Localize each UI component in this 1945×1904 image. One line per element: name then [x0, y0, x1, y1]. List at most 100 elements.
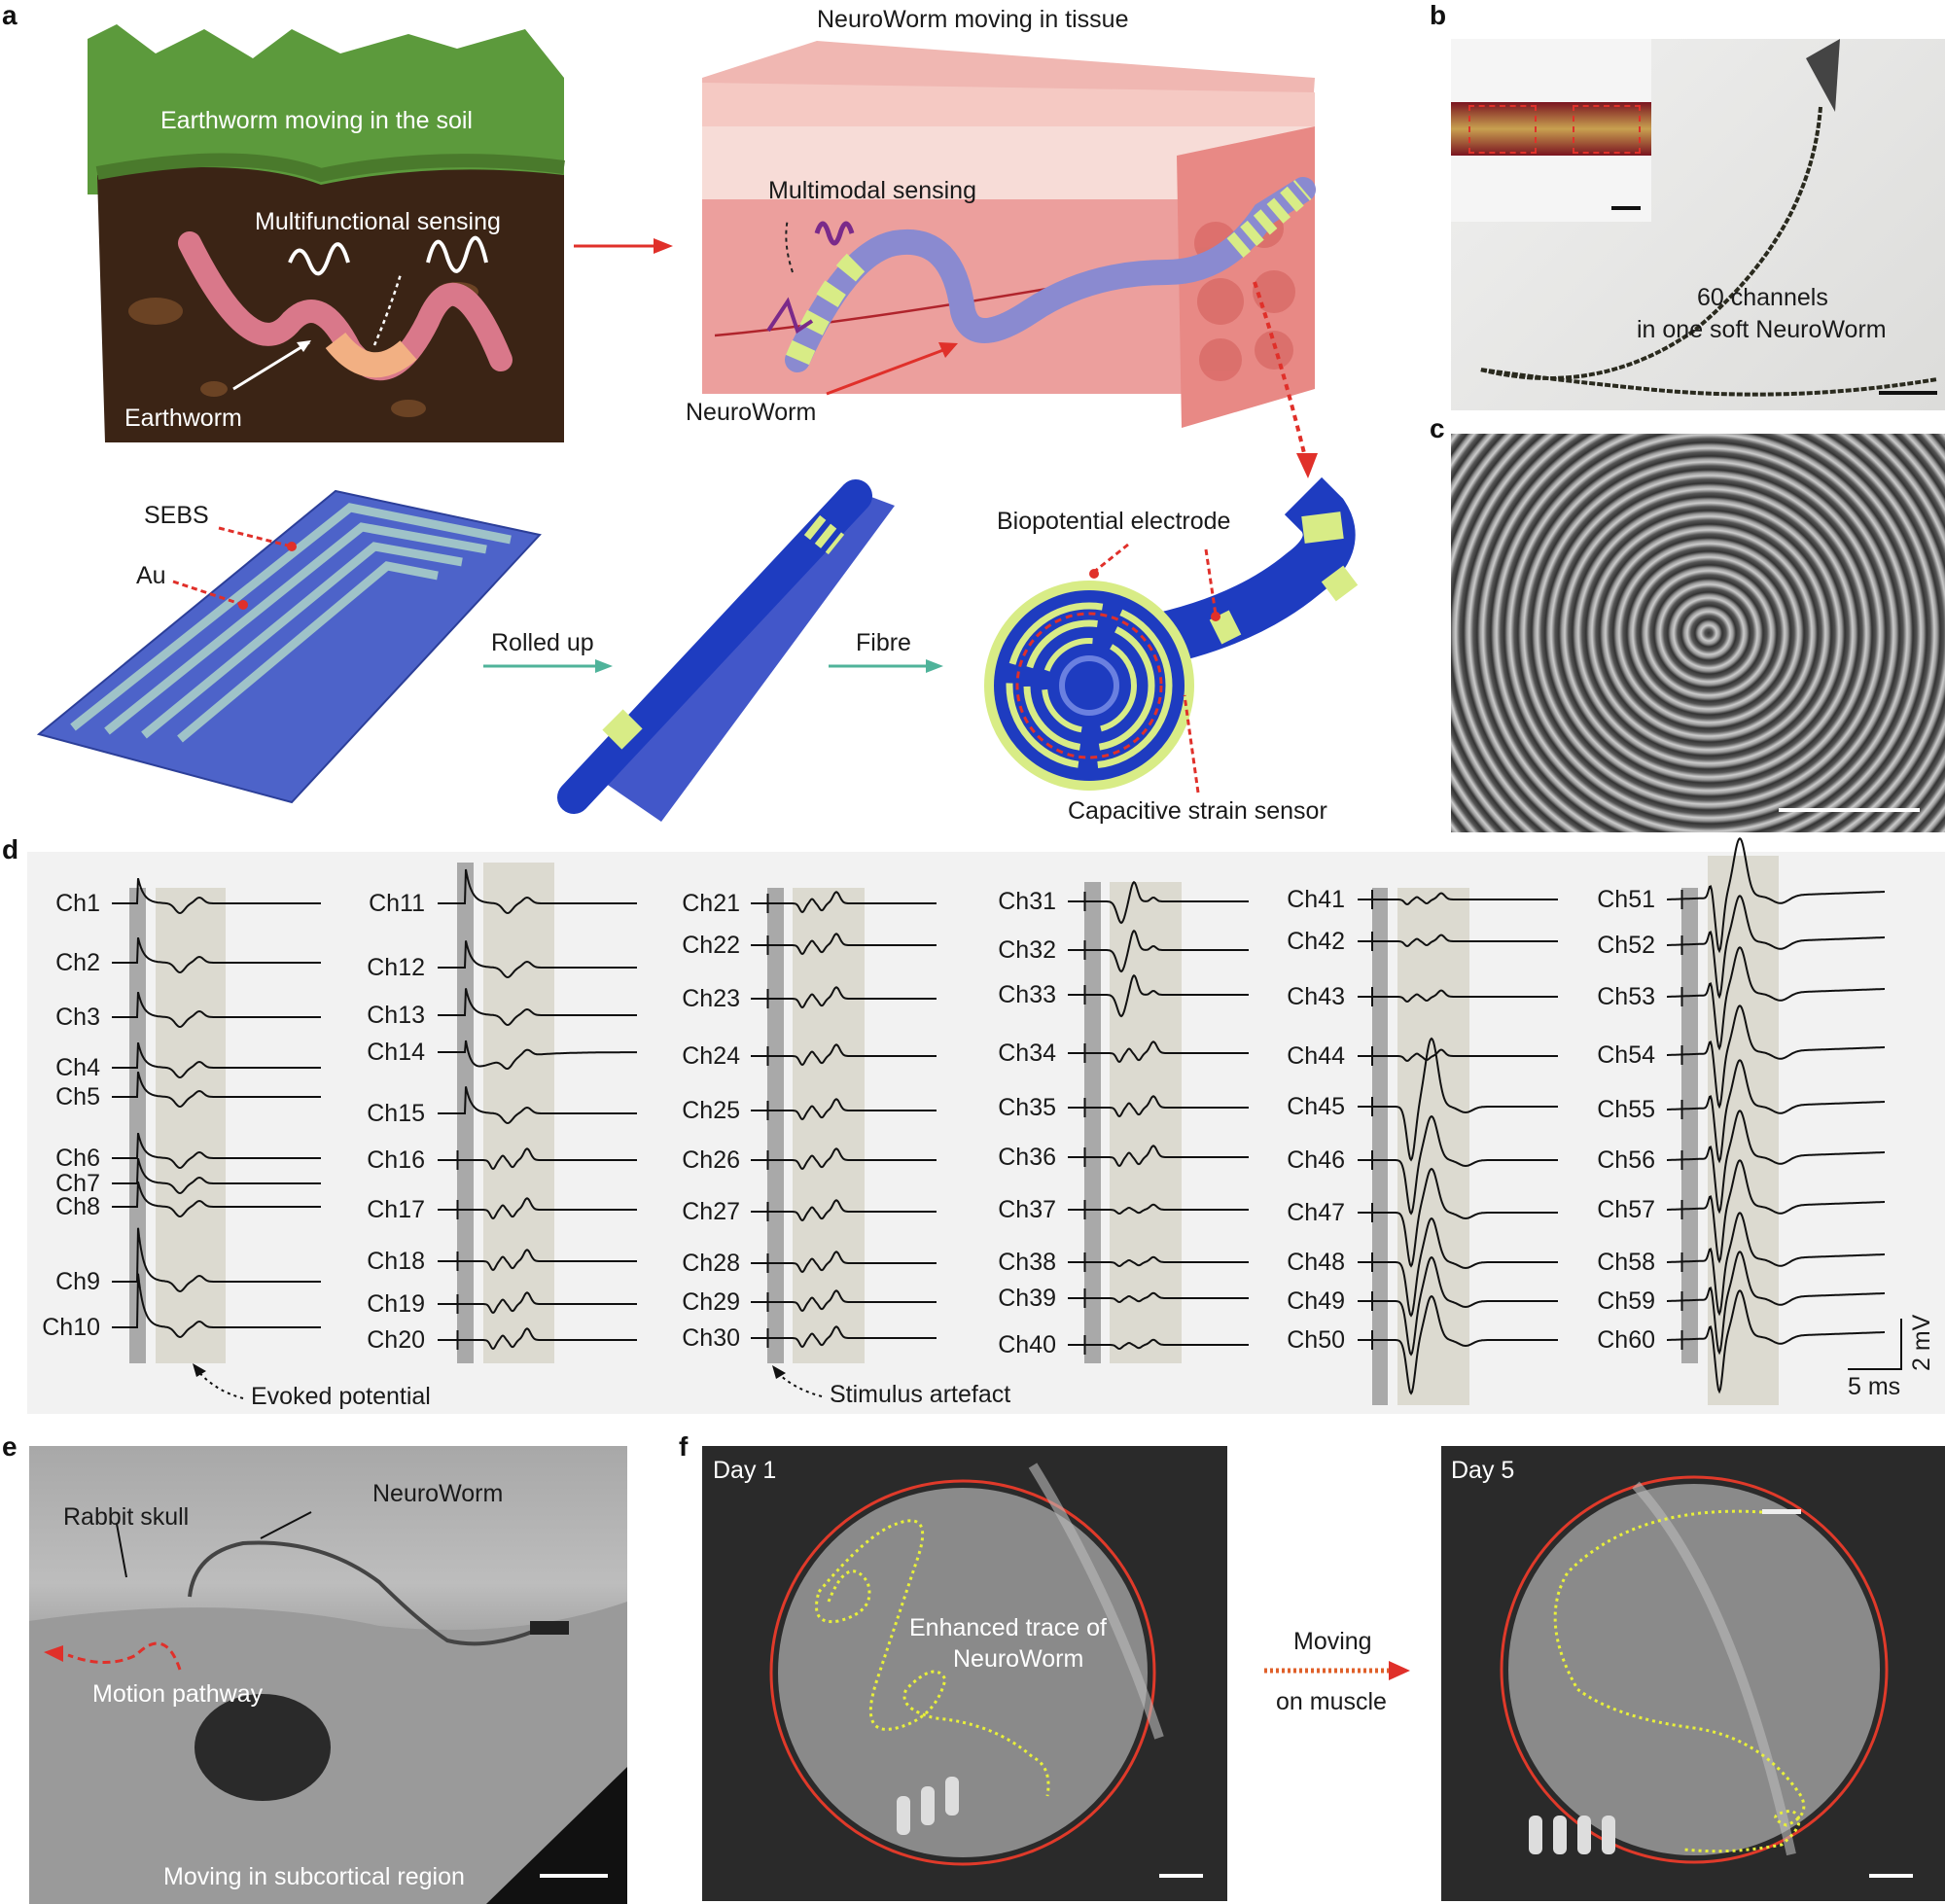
neuroworm-photo — [1451, 39, 1945, 410]
neuroworm-trace-day5 — [1553, 1509, 1806, 1853]
channel-label-ch30: Ch30 — [682, 1324, 740, 1352]
channel-label-ch20: Ch20 — [367, 1326, 425, 1354]
neuroworm-in-skull — [188, 1540, 536, 1646]
motion-pathway-label: Motion pathway — [92, 1680, 264, 1708]
channel-label-ch3: Ch3 — [55, 1004, 100, 1031]
sem-image — [1451, 434, 1945, 832]
trace-ch12 — [438, 940, 637, 979]
channel-label-ch35: Ch35 — [998, 1094, 1056, 1121]
trace-ch26 — [751, 1147, 937, 1171]
evoked-window-band — [793, 888, 865, 1363]
scale-bar-time-label: 5 ms — [1848, 1373, 1901, 1400]
fibre-cross-section-illustration — [984, 476, 1359, 793]
trace-ch14 — [438, 1040, 637, 1070]
channel-label-ch7: Ch7 — [55, 1170, 100, 1197]
artefact-arrow-icon — [775, 1370, 823, 1397]
trace-ch42 — [1358, 934, 1558, 948]
channel-label-ch59: Ch59 — [1597, 1287, 1655, 1315]
stimulus-artefact-label: Stimulus artefact — [830, 1381, 1011, 1408]
channel-label-ch28: Ch28 — [682, 1250, 740, 1277]
trace-ch15 — [438, 1086, 637, 1125]
trace-ch58 — [1667, 1212, 1885, 1317]
stimulus-band — [1084, 882, 1101, 1363]
channel-label-ch53: Ch53 — [1597, 983, 1655, 1010]
trace-ch16 — [438, 1147, 637, 1171]
scale-bar — [1879, 391, 1937, 395]
trace-ch10 — [112, 1273, 321, 1339]
panel-label-d: d — [2, 834, 19, 864]
soil-title: Earthworm moving in the soil — [160, 107, 473, 134]
channel-label-ch27: Ch27 — [682, 1198, 740, 1225]
recordings-background — [27, 852, 1945, 1414]
channel-label-ch11: Ch11 — [369, 890, 425, 917]
trace-ch24 — [751, 1043, 937, 1067]
trace-ch17 — [438, 1197, 637, 1220]
trace-ch54 — [1667, 1005, 1885, 1110]
evoked-window-band — [1110, 882, 1182, 1363]
channel-label-ch18: Ch18 — [367, 1248, 425, 1275]
channel-label-ch54: Ch54 — [1597, 1041, 1655, 1069]
capacitive-strain-sensor-label: Capacitive strain sensor — [1068, 797, 1327, 825]
fibre-label: Fibre — [856, 629, 911, 656]
channel-label-ch60: Ch60 — [1597, 1326, 1655, 1354]
ct-image-day5 — [1441, 1446, 1945, 1901]
trace-ch40 — [1068, 1338, 1249, 1351]
trace-ch48 — [1358, 1216, 1558, 1318]
arrowhead-icon — [193, 1363, 206, 1377]
trace-ch4 — [112, 1041, 321, 1079]
xray-image — [29, 1446, 627, 1904]
channel-label-ch33: Ch33 — [998, 981, 1056, 1008]
rolled-up-label: Rolled up — [491, 629, 594, 656]
trace-ch35 — [1068, 1095, 1249, 1118]
trace-ch49 — [1358, 1255, 1558, 1357]
trace-ch39 — [1068, 1291, 1249, 1304]
channel-label-ch10: Ch10 — [42, 1314, 100, 1341]
trace-ch7 — [112, 1157, 321, 1195]
channel-label-ch47: Ch47 — [1287, 1199, 1345, 1226]
neuroworm-label: NeuroWorm — [686, 399, 817, 426]
trace-ch23 — [751, 986, 937, 1009]
trace-ch2 — [112, 936, 321, 974]
channel-label-ch16: Ch16 — [367, 1146, 425, 1174]
channel-label-ch34: Ch34 — [998, 1040, 1056, 1067]
channels-description-label: in one soft NeuroWorm — [1637, 316, 1887, 343]
scale-bar — [1159, 1874, 1203, 1878]
trace-ch25 — [751, 1098, 937, 1121]
trace-ch1 — [112, 877, 321, 915]
trace-ch38 — [1068, 1255, 1249, 1268]
channel-label-ch52: Ch52 — [1597, 932, 1655, 959]
trace-ch27 — [751, 1199, 937, 1222]
channel-label-ch56: Ch56 — [1597, 1146, 1655, 1174]
channel-label-ch25: Ch25 — [682, 1097, 740, 1124]
channel-label-ch13: Ch13 — [367, 1002, 425, 1029]
channel-label-ch23: Ch23 — [682, 985, 740, 1012]
channel-label-ch37: Ch37 — [998, 1196, 1056, 1223]
channel-label-ch58: Ch58 — [1597, 1249, 1655, 1276]
channel-label-ch40: Ch40 — [998, 1331, 1056, 1358]
flat-sheet-illustration — [36, 489, 542, 804]
channel-label-ch24: Ch24 — [682, 1042, 740, 1070]
ct-image-day1 — [702, 1446, 1227, 1901]
channel-label-ch36: Ch36 — [998, 1144, 1056, 1171]
channel-label-ch14: Ch14 — [367, 1039, 425, 1066]
scale-bar-voltage-label: 2 mV — [1908, 1314, 1935, 1371]
scale-bar — [1869, 1874, 1913, 1878]
channel-label-ch12: Ch12 — [367, 954, 425, 981]
trace-ch46 — [1358, 1114, 1558, 1216]
trace-ch56 — [1667, 1110, 1885, 1215]
rolled-fibre-illustration — [557, 479, 895, 822]
trace-ch33 — [1068, 973, 1249, 1018]
channel-label-ch55: Ch55 — [1597, 1096, 1655, 1123]
trace-ch21 — [751, 891, 937, 914]
enhanced-trace-label-2: NeuroWorm — [953, 1645, 1084, 1673]
channels-count-label: 60 channels — [1697, 284, 1828, 311]
tissue-title: NeuroWorm moving in tissue — [817, 6, 1129, 33]
channel-label-ch43: Ch43 — [1287, 983, 1345, 1010]
evoked-window-band — [156, 888, 226, 1363]
trace-ch8 — [112, 1181, 321, 1218]
inset-photo — [1451, 39, 1651, 222]
trace-ch6 — [112, 1132, 321, 1170]
channel-label-ch8: Ch8 — [55, 1193, 100, 1220]
channel-label-ch42: Ch42 — [1287, 928, 1345, 955]
